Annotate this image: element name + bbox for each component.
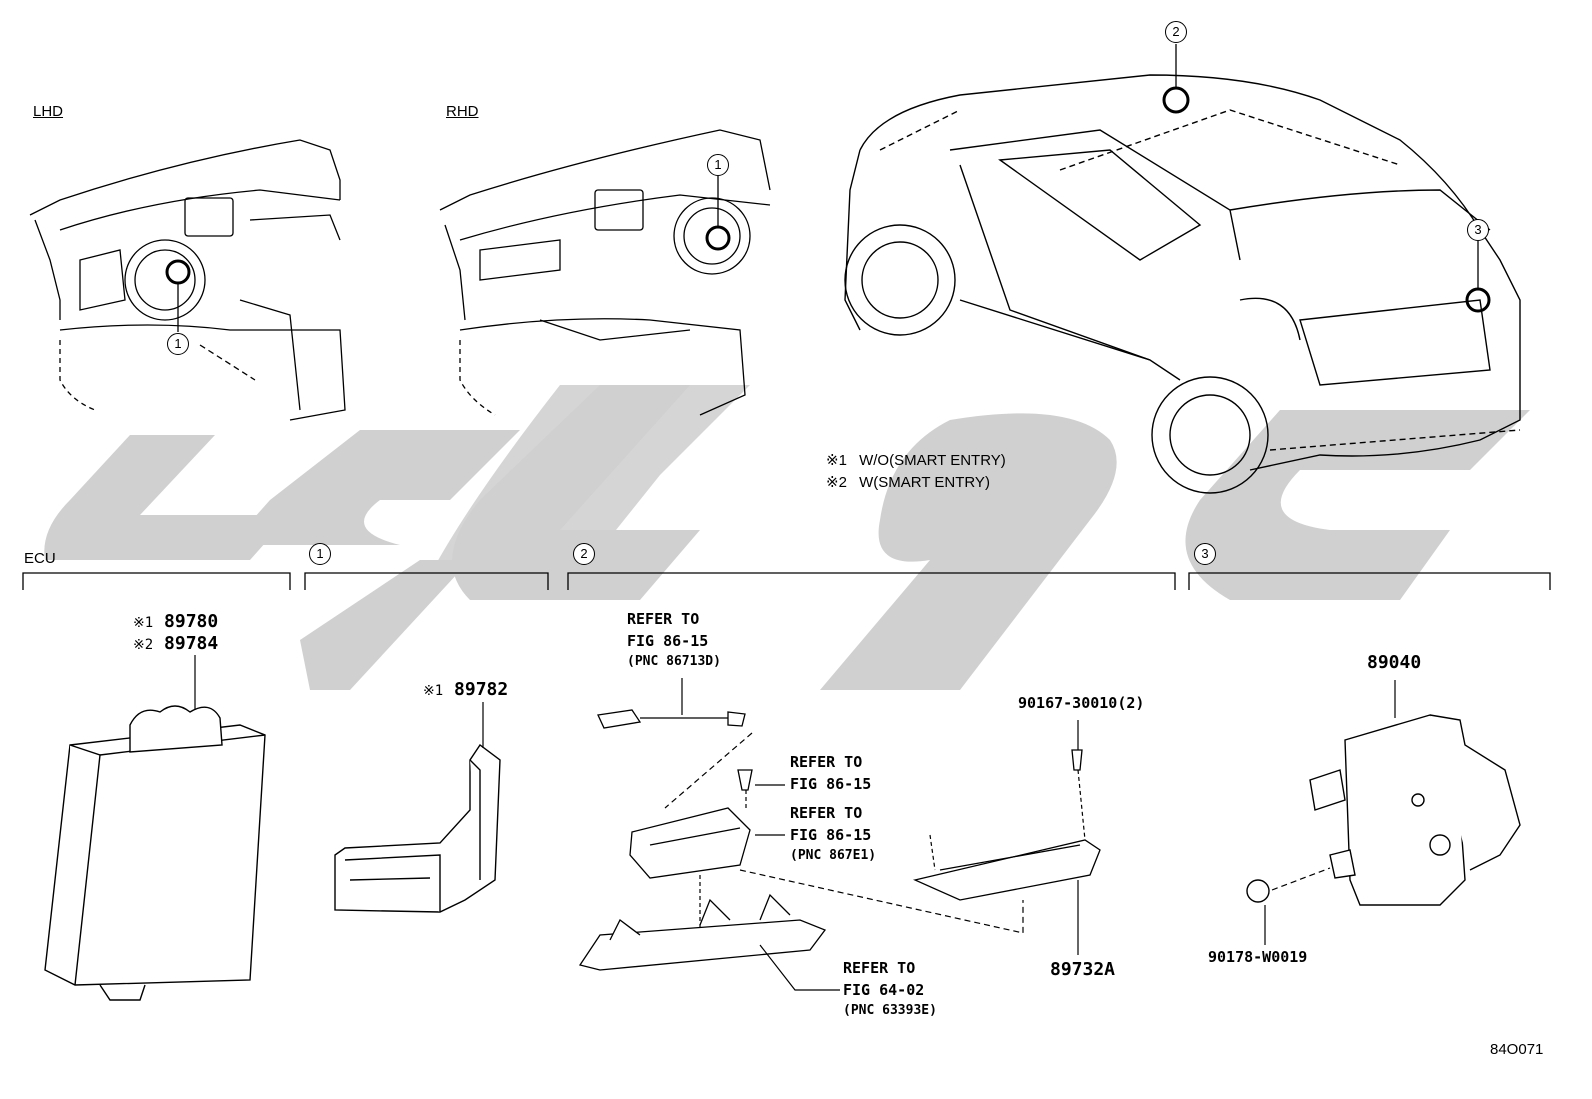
refer-line-1: REFER TO [790,804,863,822]
refer-line-3: (PNC 867E1) [790,848,877,863]
refer-line-2: FIG 86-15 [790,826,872,844]
part-ecu-89780-mark: ※1 [133,615,154,631]
part-clip-90178: 90178-W0019 [1208,948,1308,966]
rhd-dashboard-drawing [439,129,771,416]
refer-line-2: FIG 64-02 [843,981,925,999]
watermark-logo [44,385,1530,690]
note-1-text: W/O(SMART ENTRY) [859,452,1006,469]
part-antenna-89782-mark: ※1 [423,683,444,699]
refer-line-1: REFER TO [843,959,916,977]
view-label-rhd: RHD [446,103,479,120]
part-ecu-89780-number: 89780 [164,611,219,632]
refer-fig-86-15-b: REFER TO FIG 86-15 [790,751,871,795]
part-89040-drawing [1309,714,1521,906]
callout-1-lhd: 1 [167,333,189,355]
roof-location-marker [1162,86,1190,114]
section-2-drawing [578,709,1101,971]
section-label-ecu: ECU [24,550,56,567]
rear-location-marker [1465,287,1491,313]
section-callout-3: 3 [1194,543,1216,565]
section-3-leader-lines [1264,680,1396,945]
section-2-leader-lines [664,678,1086,991]
part-89040: 89040 [1367,652,1422,673]
lhd-dashboard-drawing [29,139,346,421]
callout-2-vehicle: 2 [1165,21,1187,43]
clip-drawing [1246,879,1270,903]
part-ecu-89784: ※2 89784 [133,633,218,654]
ecu-drawing [44,705,266,1001]
refer-line-2: FIG 86-15 [627,632,709,650]
refer-fig-86-15-c: REFER TO FIG 86-15 (PNC 867E1) [790,802,876,866]
view-label-lhd: LHD [33,103,64,120]
refer-fig-64-02: REFER TO FIG 64-02 (PNC 63393E) [843,957,937,1021]
note-2-mark: ※2 [826,474,847,491]
part-ecu-89784-number: 89784 [164,633,219,654]
refer-line-3: (PNC 63393E) [843,1003,937,1018]
note-2: ※2 W(SMART ENTRY) [826,473,990,491]
refer-line-1: REFER TO [627,610,700,628]
lhd-location-marker [165,259,191,285]
refer-line-1: REFER TO [790,753,863,771]
section-brackets [22,572,1551,590]
callout-1-rhd: 1 [707,154,729,176]
section-callout-1: 1 [309,543,331,565]
part-screw-90167: 90167-30010(2) [1018,694,1145,712]
note-2-text: W(SMART ENTRY) [859,474,990,491]
note-1: ※1 W/O(SMART ENTRY) [826,451,1006,469]
vehicle-drawing [844,74,1521,494]
section-callout-2: 2 [573,543,595,565]
refer-line-3: (PNC 86713D) [627,654,721,669]
part-antenna-89782: ※1 89782 [423,679,508,700]
callout-3-vehicle: 3 [1467,219,1489,241]
refer-line-2: FIG 86-15 [790,775,872,793]
part-89732a: 89732A [1050,959,1116,980]
refer-fig-86-15-a: REFER TO FIG 86-15 (PNC 86713D) [627,608,721,672]
figure-code: 84O071 [1490,1041,1544,1058]
note-1-mark: ※1 [826,452,847,469]
part-ecu-89780: ※1 89780 [133,611,218,632]
rhd-location-marker [705,225,731,251]
antenna-89782-drawing [334,743,501,913]
part-antenna-89782-number: 89782 [454,679,509,700]
part-ecu-89784-mark: ※2 [133,637,154,653]
